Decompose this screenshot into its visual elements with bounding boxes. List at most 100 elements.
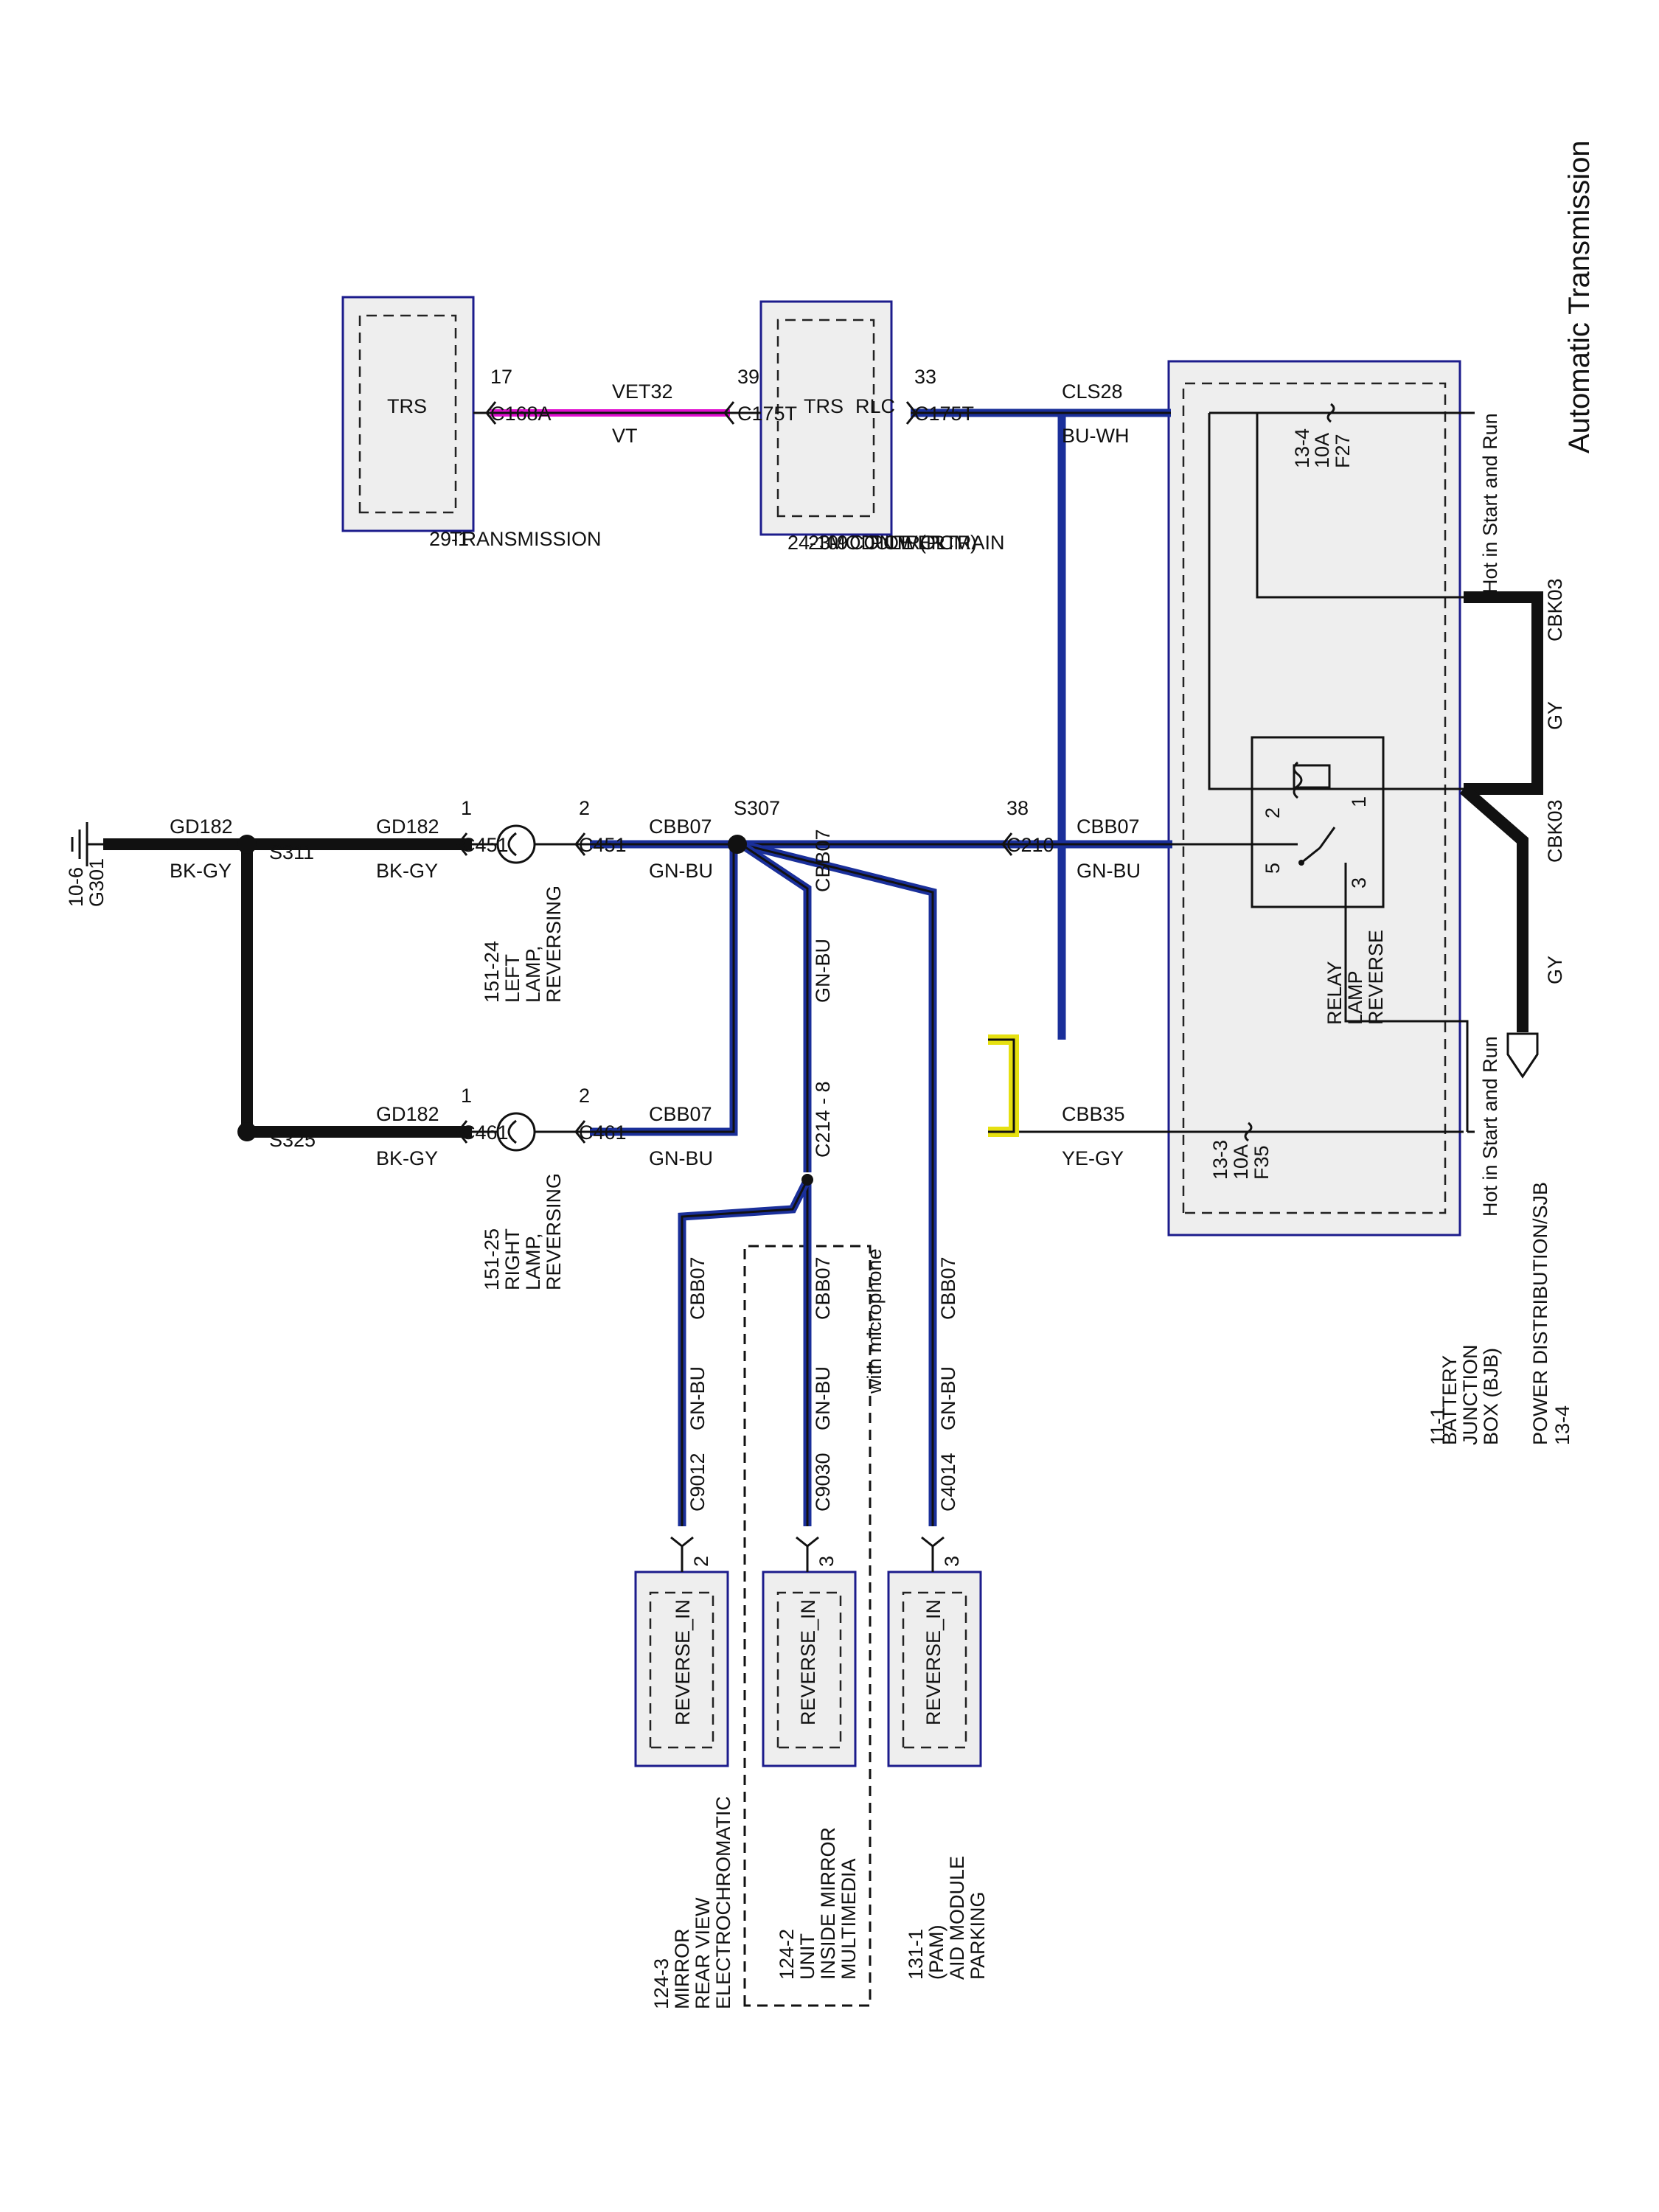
wire-cbb35-circuit: CBB35 (1062, 1103, 1125, 1125)
wire-cbb07-c214 (738, 841, 812, 1172)
bjb-inner (1182, 382, 1447, 1214)
pam-name-3: (PAM) (925, 1925, 947, 1980)
c210-chevron (1001, 832, 1013, 856)
relay-switch-contact (1301, 827, 1336, 864)
wire-gd182-c-color: BK-GY (376, 1147, 438, 1169)
wire-cbb35-core (988, 1038, 1015, 1133)
rotated-diagram: Automatic Transmission (65, 140, 1596, 2009)
wire-cbb07-right-core (590, 844, 735, 1133)
wire-cbb07-ec-circuit: CBB07 (686, 1256, 709, 1320)
wire-cls28-color: BU-WH (1062, 425, 1129, 447)
c4014-pin: 3 (941, 1556, 963, 1567)
wire-cbk03-a-circuit: CBK03 (1544, 578, 1566, 641)
c9012-pin: 2 (690, 1556, 712, 1567)
ec-name-2: REAR VIEW (692, 1897, 714, 2009)
relay-pin-5: 5 (1262, 863, 1284, 874)
wire-cbk03-b (1459, 784, 1528, 1032)
pcm-pin-trs: TRS (804, 395, 844, 417)
splice-c214-dot (801, 1174, 813, 1186)
lamp-left-line-1: REVERSING (543, 886, 565, 1003)
transmission-inner (358, 314, 457, 514)
bjb-hot-top: Hot in Start and Run (1479, 413, 1501, 594)
mm-pin-label: REVERSE_IN (797, 1599, 819, 1725)
relay-box (1251, 736, 1385, 908)
lamp-left-line-3: LEFT (501, 954, 524, 1003)
c175t-39-pin: 39 (737, 366, 759, 388)
pcm-name-4: 23-9 (808, 532, 848, 554)
wire-cbb07-left-circuit: CBB07 (649, 815, 712, 838)
c461-2-pin: 2 (579, 1085, 590, 1107)
c168a-17-chevron (485, 401, 497, 425)
wire-gd182-a-circuit: GD182 (376, 815, 439, 838)
lamp-right-line-2: LAMP, (522, 1233, 544, 1290)
wire-gd182-c-circuit: GD182 (376, 1103, 439, 1125)
c9012-id: C9012 (686, 1453, 709, 1512)
pcm-inner (776, 319, 875, 518)
c175t-39-id: C175T (737, 403, 797, 425)
wire-cbb07-pam-core (740, 843, 934, 1526)
c175t-33-chevron (905, 401, 917, 425)
c9030-chevron (796, 1536, 819, 1548)
c461-1-pin: 1 (461, 1085, 472, 1107)
lamp-left-line-4: 151-24 (481, 941, 503, 1003)
splice-s325-label: S325 (269, 1129, 316, 1151)
wire-cbb07-ec-core (681, 1179, 809, 1526)
pam-name-4: 131-1 (905, 1929, 927, 1980)
ec-name-1: ELECTROCHROMATIC (712, 1796, 734, 2009)
fuse-f35-rating: 10A (1230, 1144, 1252, 1180)
lamp-right-filament (507, 1119, 517, 1144)
c168a-17-id: C168A (490, 403, 552, 425)
pam-name-1: PARKING (967, 1891, 989, 1980)
lamp-left-filament (507, 832, 517, 857)
wire-cbb07-main-circuit: CBB07 (1077, 815, 1140, 838)
pam-pin-label: REVERSE_IN (922, 1599, 945, 1725)
c175t-39-chevron (723, 401, 735, 425)
c175t-33-id: C175T (914, 403, 974, 425)
bjb-name-3: BOX (BJB) (1480, 1348, 1502, 1445)
wire-gd182-b-circuit: GD182 (170, 815, 233, 838)
wire-cbb07-pam (740, 840, 937, 1526)
c210-pin: 38 (1006, 797, 1029, 819)
wire-cbb07-mm-circuit: CBB07 (812, 1256, 834, 1320)
mm-name-4: 124-2 (776, 1929, 798, 1980)
relay-name-1: REVERSE (1365, 930, 1387, 1025)
wire-vet32-circuit: VET32 (612, 380, 673, 403)
microphone-note: with microphone (863, 1248, 886, 1394)
wire-cbk03-b-color: GY (1544, 956, 1566, 984)
fuse-f27-icon (1326, 403, 1335, 423)
transmission-name-1: TRANSMISSION (450, 528, 602, 550)
bjb-name-2: JUNCTION (1459, 1345, 1481, 1446)
ground-icon (71, 822, 103, 866)
wire-cbb07-c214-circuit: CBB07 (812, 829, 834, 892)
lamp-right-line-1: REVERSING (543, 1173, 565, 1290)
splice-s307-label: S307 (734, 797, 780, 819)
c461-2-chevron (574, 1120, 586, 1144)
power-distribution-ref: 13-4 (1551, 1405, 1573, 1445)
pam-inner (902, 1591, 967, 1749)
fuse-f35-icon (1244, 1121, 1253, 1142)
wire-vet32-color: VT (612, 425, 638, 447)
fuse-f35-name: F35 (1251, 1145, 1273, 1180)
wire-cbb07-main-color: GN-BU (1077, 860, 1141, 882)
bjb-internal-relay-out (1344, 863, 1469, 1132)
c9012-chevron (670, 1536, 694, 1548)
transmission-pin-trs: TRS (387, 395, 427, 417)
mm-name-3: UNIT (796, 1933, 818, 1980)
splice-s311-dot (237, 835, 257, 854)
wire-cbb35-color: YE-GY (1062, 1147, 1124, 1169)
ground-id: G301 (86, 858, 108, 907)
wire-cbb07-pam-circuit: CBB07 (937, 1256, 959, 1320)
transmission-name-2: 29-1 (429, 528, 469, 550)
relay-pin-2: 2 (1262, 807, 1284, 818)
diagram-title: Automatic Transmission (1563, 140, 1596, 453)
bjb-name-4: 11-1 (1427, 1407, 1449, 1445)
pcm-name-3: MODULE (PCM) (829, 532, 977, 554)
bjb-name-1: BATTERY (1439, 1355, 1461, 1445)
power-distribution-connector (1506, 1032, 1539, 1079)
relay-contact-dot (1298, 860, 1304, 866)
lamp-right-line-3: RIGHT (501, 1228, 524, 1290)
c214-id: C214 - 8 (812, 1081, 834, 1158)
mirror-multimedia-inner (776, 1591, 842, 1749)
c451-2-pin: 2 (579, 797, 590, 819)
